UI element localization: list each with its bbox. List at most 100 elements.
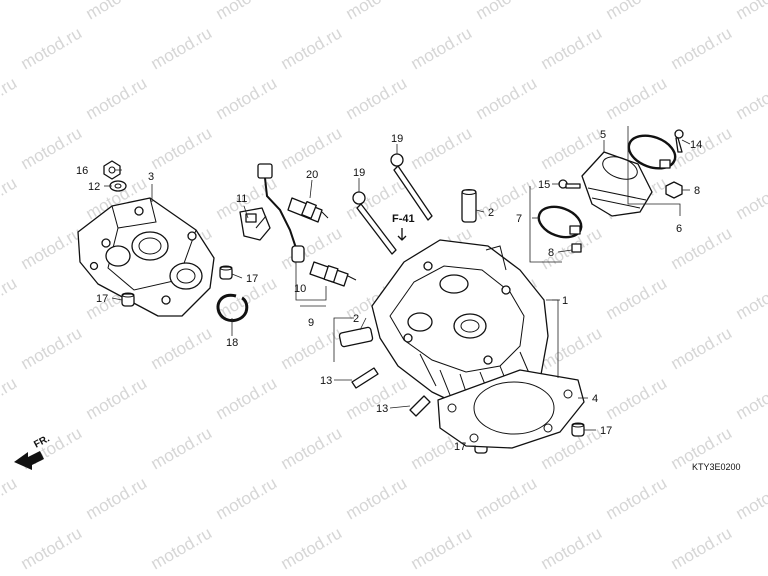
- watermark-text: motod.ru: [278, 223, 346, 273]
- watermark-text: motod.ru: [0, 0, 20, 23]
- stud[interactable]: [409, 395, 431, 417]
- cylinder-head-cover[interactable]: [77, 197, 215, 317]
- watermark-text: motod.ru: [603, 273, 671, 323]
- watermark-text: motod.ru: [733, 473, 768, 523]
- watermark-text: motod.ru: [148, 23, 216, 73]
- intake-tube[interactable]: [581, 151, 653, 217]
- callout-2[interactable]: 2: [488, 207, 494, 219]
- watermark-text: motod.ru: [343, 73, 411, 123]
- stud-bolt[interactable]: [352, 191, 397, 255]
- watermark-text: motod.ru: [343, 0, 411, 23]
- clamp-screw[interactable]: [674, 129, 684, 153]
- callout-17[interactable]: 17: [600, 425, 612, 437]
- sensor-connector[interactable]: [239, 207, 271, 241]
- callout-13[interactable]: 13: [376, 403, 388, 415]
- callout-7[interactable]: 7: [516, 213, 522, 225]
- callout-18[interactable]: 18: [226, 337, 238, 349]
- callout-11[interactable]: 11: [236, 193, 247, 205]
- callout-16[interactable]: 16: [76, 165, 88, 177]
- clamp-screw[interactable]: [558, 179, 581, 189]
- callout-17[interactable]: 17: [96, 293, 108, 305]
- watermark-text: motod.ru: [278, 123, 346, 173]
- watermark-text: motod.ru: [83, 473, 151, 523]
- callout-14[interactable]: 14: [690, 139, 702, 151]
- spark-plug[interactable]: [287, 197, 329, 223]
- cylinder-head[interactable]: [371, 239, 549, 411]
- callout-17[interactable]: 17: [246, 273, 258, 285]
- callout-8[interactable]: 8: [548, 247, 554, 259]
- watermark-text: motod.ru: [18, 523, 86, 573]
- callout-4[interactable]: 4: [592, 393, 598, 405]
- callout-17[interactable]: 17: [454, 441, 466, 453]
- watermark-text: motod.ru: [343, 473, 411, 523]
- dowel-pin[interactable]: [219, 265, 233, 280]
- watermark-text: motod.ru: [408, 523, 476, 573]
- watermark-text: motod.ru: [148, 523, 216, 573]
- watermark-text: motod.ru: [213, 73, 281, 123]
- callout-15[interactable]: 15: [538, 179, 550, 191]
- watermark-text: motod.ru: [213, 0, 281, 23]
- watermark-text: motod.ru: [83, 0, 151, 23]
- watermark-text: motod.ru: [603, 373, 671, 423]
- watermark-text: motod.ru: [603, 473, 671, 523]
- callout-20[interactable]: 20: [306, 169, 318, 181]
- watermark-text: motod.ru: [278, 23, 346, 73]
- band-clamp[interactable]: [535, 201, 586, 242]
- reference-label[interactable]: F-41: [392, 213, 415, 225]
- callout-10[interactable]: 10: [294, 283, 306, 295]
- watermark-text: motod.ru: [603, 73, 671, 123]
- watermark-text: motod.ru: [148, 123, 216, 173]
- watermark-text: motod.ru: [408, 123, 476, 173]
- callout-3[interactable]: 3: [148, 171, 154, 183]
- watermark-text: motod.ru: [213, 373, 281, 423]
- watermark-text: motod.ru: [148, 323, 216, 373]
- stud-bolt[interactable]: [390, 153, 433, 221]
- spark-plug[interactable]: [309, 261, 357, 287]
- callout-19[interactable]: 19: [391, 133, 403, 145]
- square-nut[interactable]: [665, 181, 683, 199]
- dowel-pin[interactable]: [121, 292, 135, 307]
- callout-9[interactable]: 9: [308, 317, 314, 329]
- callout-8[interactable]: 8: [694, 185, 700, 197]
- callout-5[interactable]: 5: [600, 129, 606, 141]
- watermark-text: motod.ru: [213, 473, 281, 523]
- watermark-text: motod.ru: [278, 423, 346, 473]
- watermark-text: motod.ru: [18, 123, 86, 173]
- watermark-text: motod.ru: [538, 23, 606, 73]
- watermark-text: motod.ru: [473, 73, 541, 123]
- watermark-text: motod.ru: [0, 173, 20, 223]
- watermark-text: motod.ru: [148, 423, 216, 473]
- watermark-text: motod.ru: [83, 373, 151, 423]
- watermark-text: motod.ru: [0, 373, 20, 423]
- watermark-text: motod.ru: [538, 523, 606, 573]
- callout-1[interactable]: 1: [562, 295, 568, 307]
- callout-13[interactable]: 13: [320, 375, 332, 387]
- head-gasket[interactable]: [437, 369, 585, 449]
- valve-guide[interactable]: [461, 189, 477, 223]
- leader-lines: [104, 139, 691, 447]
- watermark-text: motod.ru: [668, 23, 736, 73]
- callout-2[interactable]: 2: [353, 313, 359, 325]
- square-nut[interactable]: [571, 243, 582, 253]
- callout-19[interactable]: 19: [353, 167, 365, 179]
- watermark-text: motod.ru: [278, 523, 346, 573]
- sealing-washer[interactable]: [109, 180, 127, 192]
- callout-12[interactable]: 12: [88, 181, 100, 193]
- watermark-text: motod.ru: [18, 323, 86, 373]
- stud[interactable]: [351, 367, 379, 389]
- cap-nut[interactable]: [103, 160, 121, 180]
- plug-wire[interactable]: [257, 163, 305, 263]
- watermark-text: motod.ru: [473, 473, 541, 523]
- watermark-text: motod.ru: [0, 273, 20, 323]
- watermark-text: motod.ru: [733, 373, 768, 423]
- watermark-text: motod.ru: [18, 23, 86, 73]
- band-clamp[interactable]: [624, 130, 679, 175]
- watermark-text: motod.ru: [668, 323, 736, 373]
- watermark-text: motod.ru: [733, 273, 768, 323]
- watermark-text: motod.ru: [18, 223, 86, 273]
- valve-guide[interactable]: [338, 326, 374, 348]
- circlip[interactable]: [216, 293, 249, 322]
- callout-6[interactable]: 6: [676, 223, 682, 235]
- dowel-pin[interactable]: [571, 422, 585, 437]
